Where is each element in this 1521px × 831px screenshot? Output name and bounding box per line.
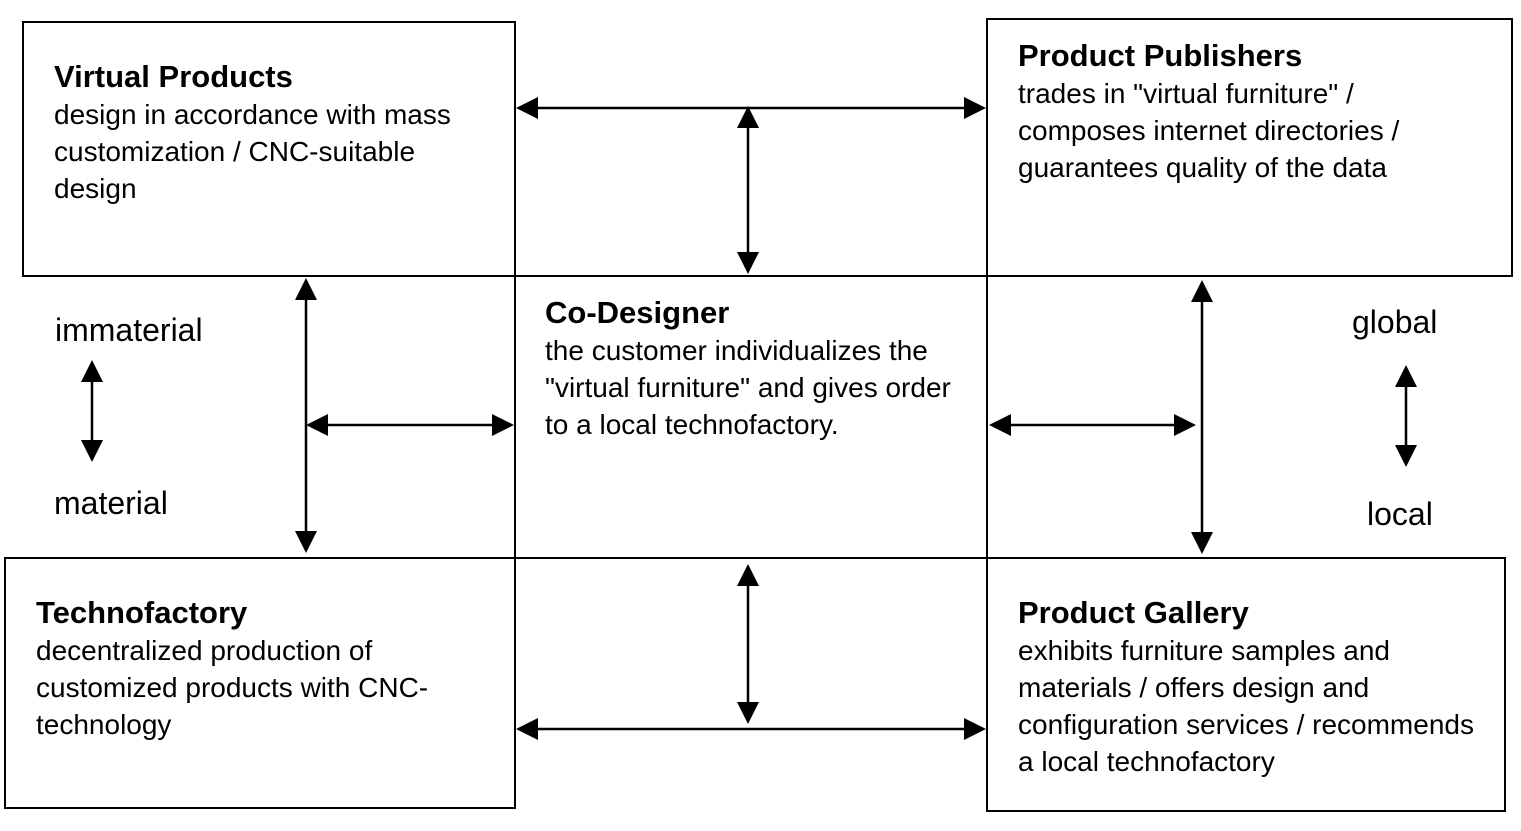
axis-label-local: local: [1367, 496, 1433, 532]
arrow-virtual-products-to-product-publishers: [516, 97, 986, 119]
technofactory-title: Technofactory: [36, 595, 248, 630]
virtual-products-box: [22, 21, 516, 277]
product-publishers-text: Product Publishers trades in "virtual fu…: [1018, 37, 1488, 186]
arrow-immaterial-material: [81, 360, 103, 462]
co-designer-body: the customer individualizes the "virtual…: [545, 335, 951, 440]
arrow-technofactory-to-co-designer: [306, 414, 514, 436]
axis-label-material: material: [54, 485, 168, 521]
product-publishers-body: trades in "virtual furniture" / composes…: [1018, 78, 1400, 183]
technofactory-body: decentralized production of customized p…: [36, 635, 429, 740]
product-gallery-title: Product Gallery: [1018, 595, 1249, 630]
virtual-products-body: design in accordance with mass customiza…: [54, 99, 451, 204]
arrow-product-publishers-to-product-gallery: [1191, 280, 1213, 554]
co-designer-title: Co-Designer: [545, 295, 730, 330]
center-top-line: [514, 275, 988, 277]
axis-label-global: global: [1352, 304, 1438, 340]
product-publishers-title: Product Publishers: [1018, 38, 1303, 73]
co-designer-box: [514, 276, 988, 559]
product-gallery-text: Product Gallery exhibits furniture sampl…: [1018, 594, 1488, 794]
technofactory-text: Technofactory decentralized production o…: [36, 594, 456, 743]
axis-label-immaterial: immaterial: [55, 312, 203, 348]
arrow-top-vertical-center: [737, 106, 759, 274]
product-gallery-box: [986, 557, 1506, 812]
arrow-co-designer-to-product-gallery: [989, 414, 1196, 436]
technofactory-box: [4, 557, 516, 809]
center-bottom-line: [514, 557, 988, 559]
arrow-virtual-products-to-technofactory: [295, 278, 317, 553]
product-publishers-box: [986, 18, 1513, 277]
arrow-bottom-vertical-center: [737, 564, 759, 724]
virtual-products-text: Virtual Products design in accordance wi…: [54, 58, 474, 207]
virtual-products-title: Virtual Products: [54, 59, 293, 94]
arrow-global-local: [1395, 365, 1417, 467]
co-designer-text: Co-Designer the customer individualizes …: [545, 294, 965, 443]
arrow-technofactory-to-product-gallery: [516, 718, 986, 740]
product-gallery-body: exhibits furniture samples and materials…: [1018, 635, 1474, 777]
